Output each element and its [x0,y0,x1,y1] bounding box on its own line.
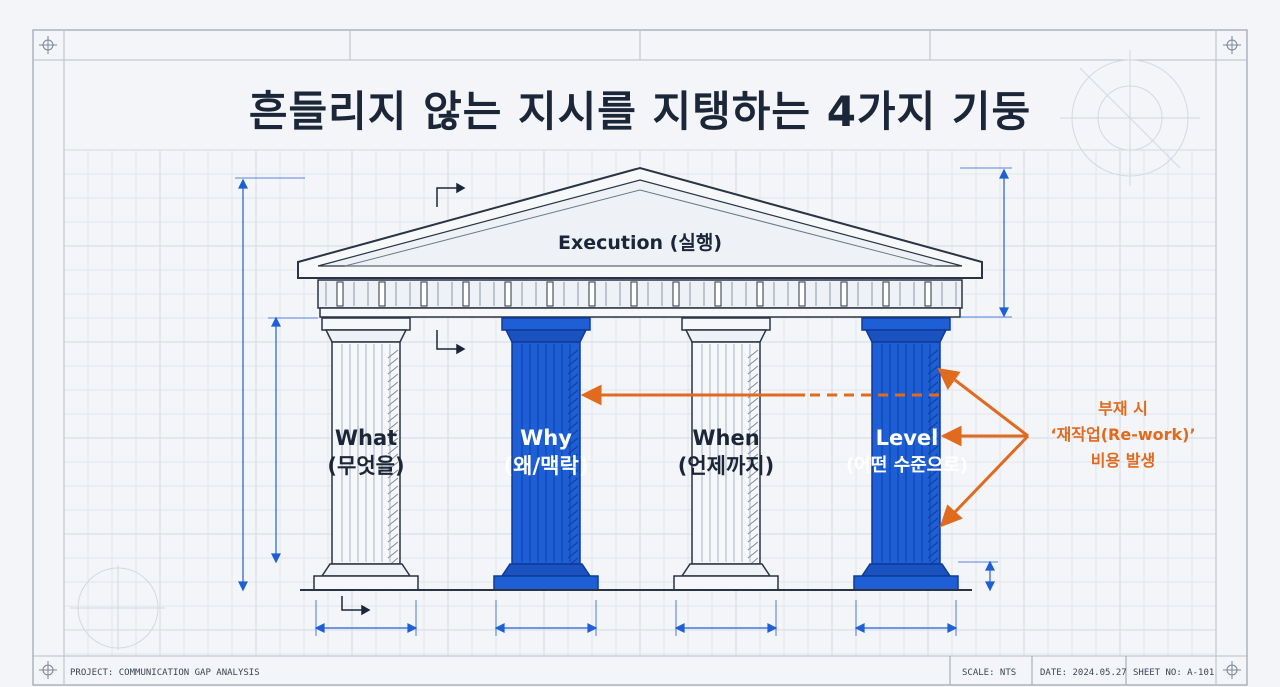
pillar-label-why: Why (왜/맥락) [480,424,612,480]
pillar-name: Level [875,426,939,450]
pillar-what [313,317,419,591]
title-block-dividers [949,656,1127,685]
pillar-name: What [334,426,398,450]
pillar-label-what: What (무엇을) [300,424,432,480]
pillar-level [853,317,959,591]
pillar-label-when: When (언제까지) [660,424,792,480]
pillar-sub: (어떤 수준으로) [845,455,969,476]
dimension-lines [235,167,1012,636]
pillar-why [493,317,599,591]
title-block-scale: SCALE: NTS [962,668,1017,678]
pillar-name: Why [520,426,572,450]
pillar-when [673,317,779,591]
rework-arrows [580,368,1030,528]
pillar-sub: (왜/맥락) [503,454,589,478]
pillar-name: When [692,426,760,450]
pillar-sub: (무엇을) [327,454,405,478]
annotation-line-3: 비용 발생 [1090,451,1156,470]
construction-circles [70,50,1200,650]
pillar-sub: (언제까지) [677,454,775,478]
annotation-line-2: ‘재작업(Re-work)’ [1050,425,1196,444]
title-block-sheet: SHEET NO: A-101 [1133,668,1215,678]
pillars [313,317,959,591]
title-block-project: PROJECT: COMMUNICATION GAP ANALYSIS [70,668,260,678]
registration-marks [39,36,1241,679]
section-markers [341,182,466,616]
page-title: 흔들리지 않는 지시를 지탱하는 4가지 기둥 [248,87,1032,136]
title-block-date: DATE: 2024.05.27 [1040,668,1127,678]
roof-label: Execution (실행) [557,232,723,254]
temple-roof [297,166,983,318]
pillar-label-level: Level (어떤 수준으로) [826,424,988,480]
rework-annotation: 부재 시 ‘재작업(Re-work)’ 비용 발생 [1018,396,1228,474]
annotation-line-1: 부재 시 [1098,399,1148,418]
